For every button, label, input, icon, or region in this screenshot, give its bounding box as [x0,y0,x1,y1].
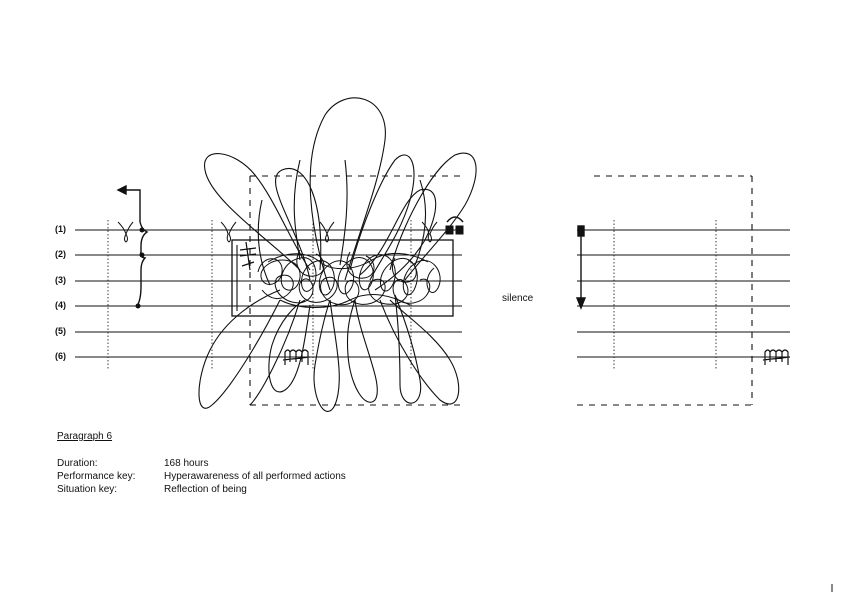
staff-label-2: (2) [55,249,66,259]
gamma-symbols [117,221,438,243]
staff-lines-right [577,229,790,358]
bell-icon [445,216,464,235]
staff-label-5: (5) [55,326,66,336]
dense-scribble [257,249,441,308]
dotted-verticals [107,220,717,370]
performance-key-value: Hyperawareness of all performed actions [164,471,346,482]
staff-label-1: (1) [55,224,66,234]
staff-label-3: (3) [55,275,66,285]
staff-label-4: (4) [55,300,66,310]
brace-dots [135,227,145,309]
duration-value: 168 hours [164,458,209,469]
cluster-box [231,239,454,317]
wave-glyph-right [762,349,791,365]
wave-glyph-left [282,349,311,365]
staff-lines-left [75,229,462,358]
performance-key-label: Performance key: [57,471,136,482]
situation-key-value: Reflection of being [164,484,247,495]
situation-key-label: Situation key: [57,484,118,495]
paragraph-title: Paragraph 6 [57,431,113,442]
dashed-box-left [249,175,462,406]
left-brace [116,184,149,307]
staff-label-6: (6) [55,351,66,361]
silence-arrow [575,225,587,310]
dashed-box-right [577,175,753,406]
silence-label: silence [502,293,534,304]
sharp-symbol [239,241,257,271]
duration-label: Duration: [57,458,98,469]
